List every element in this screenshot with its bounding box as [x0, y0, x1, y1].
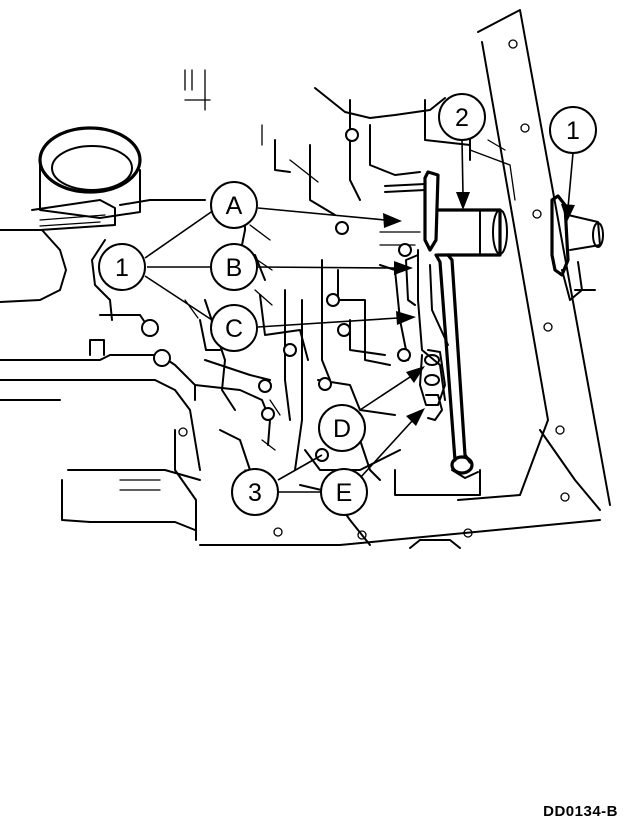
- arrow-e: [406, 408, 425, 426]
- callout-e: E: [320, 468, 368, 516]
- arrow-a: [383, 213, 402, 228]
- callout-2: 2: [438, 93, 486, 141]
- arrowheads: [383, 192, 575, 426]
- callout-e-label: E: [336, 479, 353, 507]
- callout-b-label: B: [226, 254, 243, 282]
- case-bolt-holes: [178, 39, 570, 540]
- callout-1-left: 1: [98, 243, 146, 291]
- manual-shift-linkage: [384, 170, 508, 479]
- arrow-d: [406, 366, 425, 383]
- callout-d-label: D: [333, 415, 351, 443]
- callout-1-right-label: 1: [566, 117, 580, 145]
- callout-3: 3: [231, 468, 279, 516]
- figure-code: DD0134-B: [543, 803, 618, 820]
- callout-1-left-label: 1: [115, 254, 129, 282]
- callout-a-label: A: [226, 192, 243, 220]
- arrow-2: [456, 192, 470, 210]
- callout-d: D: [318, 404, 366, 452]
- valve-body-passages: [184, 224, 481, 546]
- arrow-c: [396, 311, 416, 325]
- valve-body-bolts: [258, 221, 412, 462]
- callout-2-label: 2: [455, 104, 469, 132]
- transmission-case-outline: [174, 9, 611, 549]
- external-shift-lever: [550, 194, 604, 301]
- pump-bore-area: [0, 126, 206, 331]
- arrow-b: [394, 261, 413, 275]
- left-manifold: [0, 319, 201, 531]
- callout-c-label: C: [225, 315, 243, 343]
- leader-lines: [144, 139, 574, 493]
- callout-c: C: [210, 304, 258, 352]
- callout-1-right: 1: [549, 106, 597, 154]
- callout-b: B: [210, 243, 258, 291]
- callout-a: A: [210, 181, 258, 229]
- arrow-1-right: [561, 204, 575, 222]
- callout-3-label: 3: [248, 479, 262, 507]
